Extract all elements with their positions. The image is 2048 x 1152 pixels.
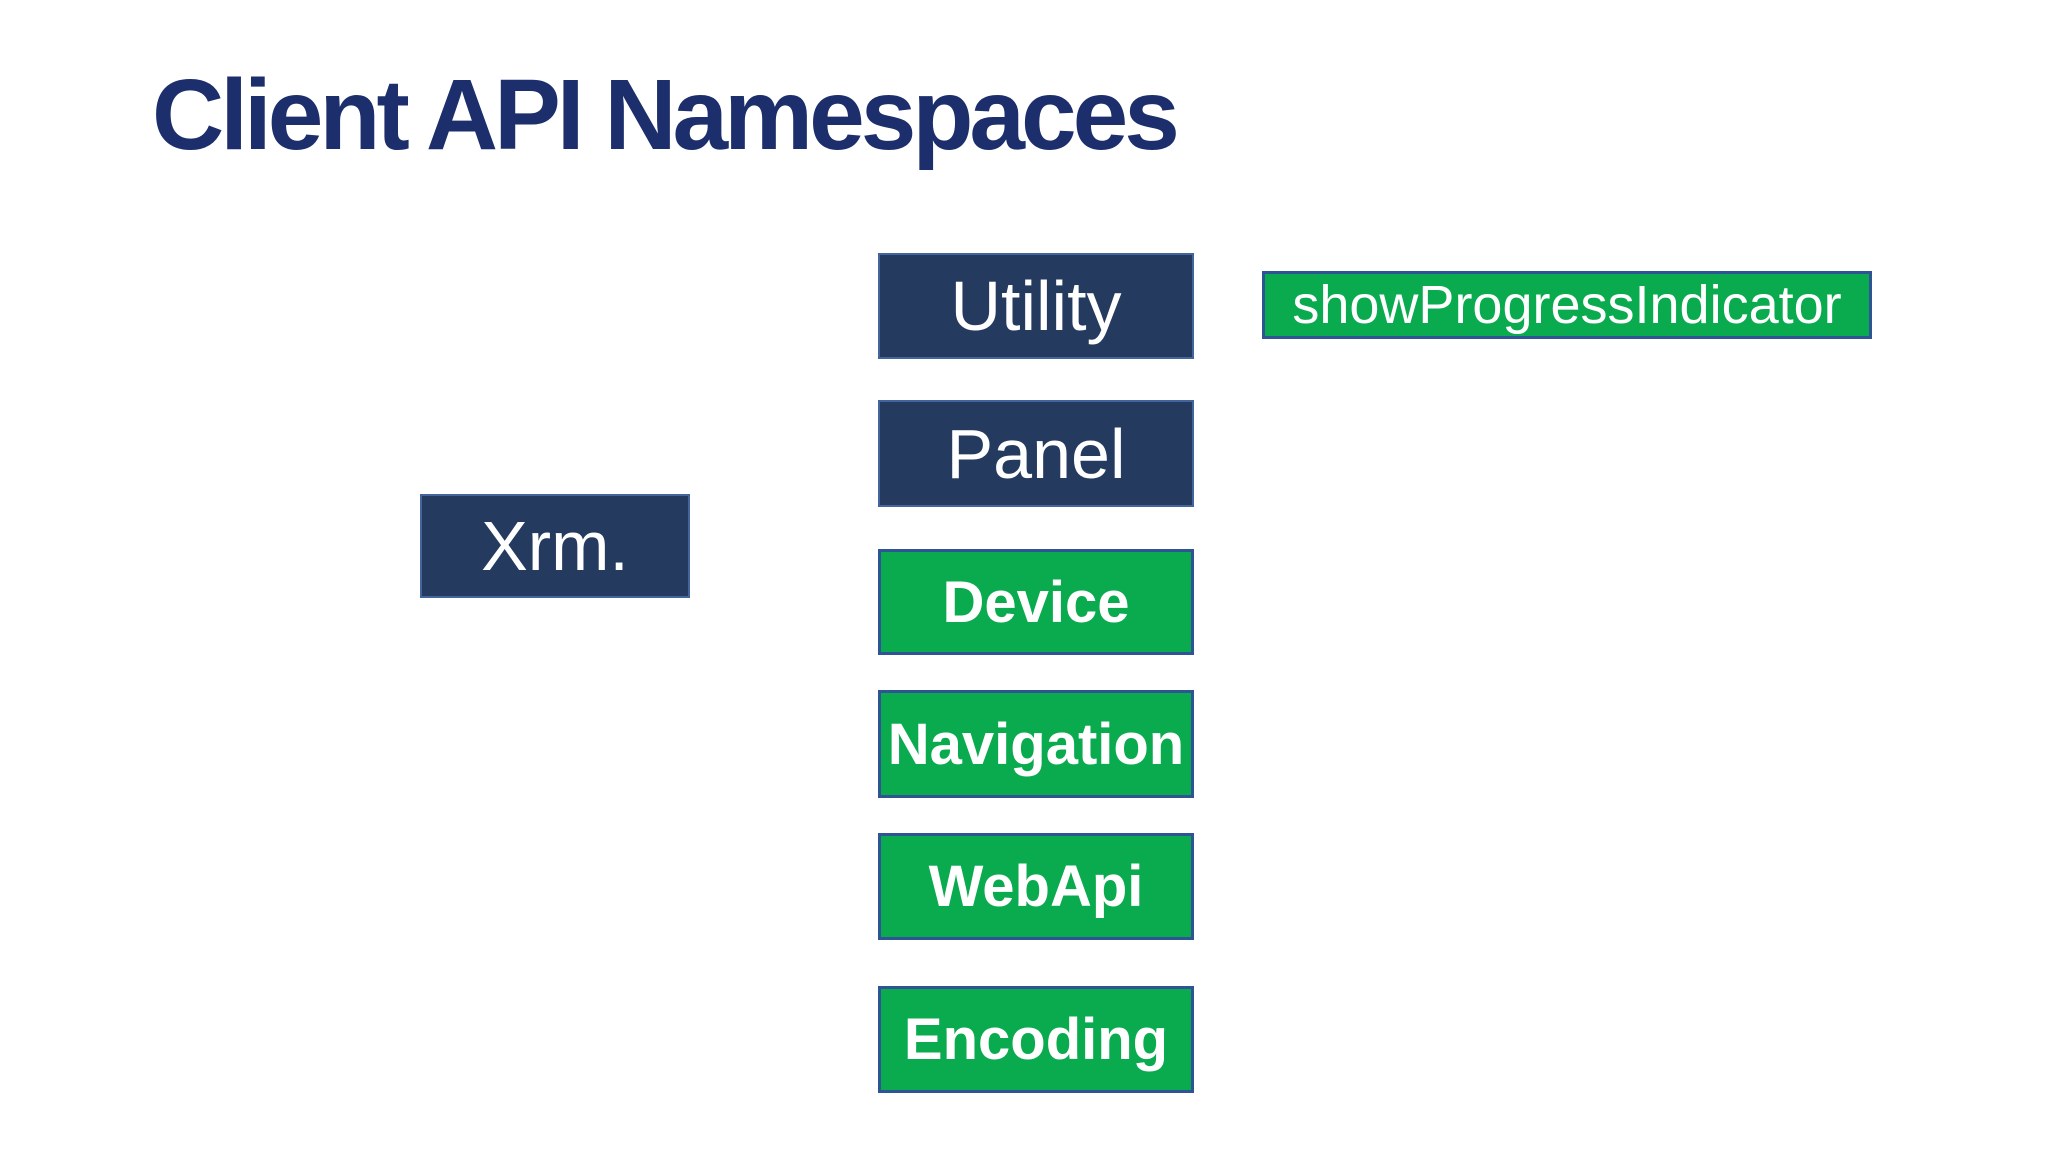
namespace-box-xrm: Xrm. — [420, 494, 690, 598]
slide-title: Client API Namespaces — [152, 59, 1180, 171]
namespace-box-panel: Panel — [878, 400, 1194, 507]
namespace-box-webapi: WebApi — [878, 833, 1194, 940]
namespace-box-navigation: Navigation — [878, 690, 1194, 798]
namespace-box-encoding: Encoding — [878, 986, 1194, 1093]
method-box-show-progress-indicator: showProgressIndicator — [1262, 271, 1872, 339]
namespace-box-utility: Utility — [878, 253, 1194, 359]
namespace-box-device: Device — [878, 549, 1194, 655]
